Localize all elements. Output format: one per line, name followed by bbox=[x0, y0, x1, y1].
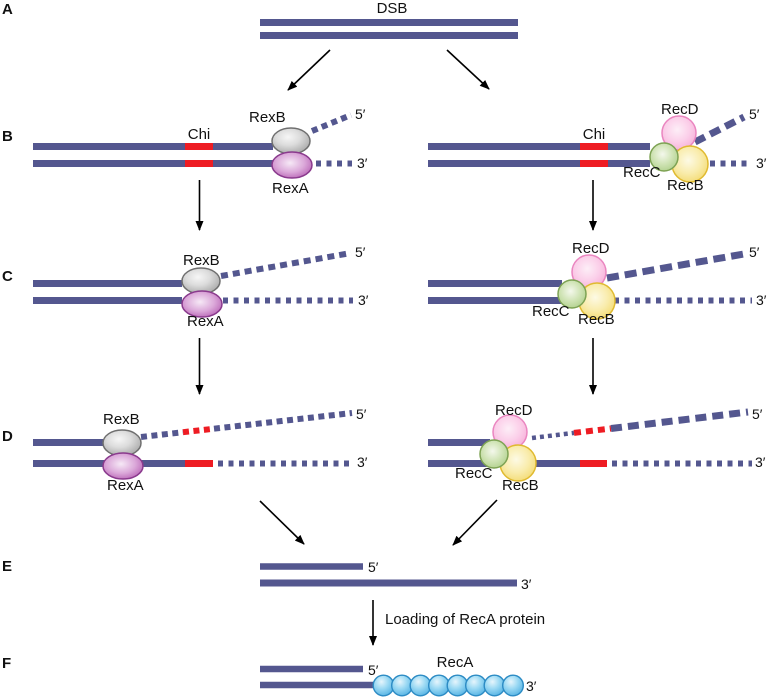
five-prime-label: 5′ bbox=[355, 106, 366, 122]
rexb-protein bbox=[102, 429, 142, 457]
recd-label: RecD bbox=[572, 240, 610, 257]
panel-e-resected-dna: 5′ 3′ bbox=[260, 559, 532, 592]
three-prime-label: 3′ bbox=[357, 454, 368, 470]
five-prime-label: 5′ bbox=[355, 244, 366, 260]
five-prime-label: 5′ bbox=[368, 559, 379, 575]
recc-protein bbox=[479, 439, 509, 469]
recc-protein bbox=[557, 279, 587, 309]
five-prime-label: 5′ bbox=[356, 406, 367, 422]
recb-label: RecB bbox=[667, 177, 704, 194]
recc-label: RecC bbox=[455, 465, 493, 482]
reca-label: RecA bbox=[437, 654, 474, 671]
recc-label: RecC bbox=[623, 164, 661, 181]
three-prime-label: 3′ bbox=[756, 292, 767, 308]
three-prime-label: 3′ bbox=[358, 292, 369, 308]
ssdna-5prime-chi-fragment bbox=[573, 425, 612, 436]
recc-protein bbox=[649, 142, 679, 172]
recd-label: RecD bbox=[495, 402, 533, 419]
ssdna-5prime-tail bbox=[606, 250, 745, 282]
ssdna-5prime-tail-seg2 bbox=[610, 408, 749, 432]
panel-f-letter: F bbox=[2, 655, 11, 672]
loading-reca-caption: Loading of RecA protein bbox=[385, 611, 545, 628]
reca-filament bbox=[372, 674, 525, 697]
arrow-a-to-b-right bbox=[446, 49, 490, 90]
ssdna-5prime-tail-seg2 bbox=[213, 410, 353, 432]
panel-c-letter: C bbox=[2, 268, 13, 285]
rexb-label: RexB bbox=[183, 252, 220, 269]
chi-label: Chi bbox=[583, 126, 606, 143]
panel-c-right-recbcd: RecD RecC RecB 5′ 3′ bbox=[428, 240, 767, 328]
three-prime-label: 3′ bbox=[526, 678, 537, 694]
three-prime-label: 3′ bbox=[521, 576, 532, 592]
five-prime-label: 5′ bbox=[749, 106, 760, 122]
reca-monomer bbox=[446, 674, 469, 697]
arrow-a-to-b-left bbox=[287, 49, 331, 91]
reca-monomer bbox=[483, 674, 506, 697]
ssdna-5prime-chi-fragment bbox=[182, 425, 215, 436]
panel-c-left-rexab: RexB RexA 5′ 3′ bbox=[33, 244, 369, 330]
panel-f-reca-nucleofilament: 5′ RecA 3′ bbox=[260, 654, 537, 697]
rexb-label: RexB bbox=[249, 109, 286, 126]
reca-monomer bbox=[409, 674, 432, 697]
rexa-protein bbox=[102, 452, 144, 480]
reca-monomer bbox=[502, 674, 525, 697]
reca-monomer bbox=[428, 674, 451, 697]
rexb-protein bbox=[181, 267, 221, 295]
recc-label: RecC bbox=[532, 303, 570, 320]
ssdna-5prime-tail-seg1 bbox=[140, 429, 184, 440]
panel-d-letter: D bbox=[2, 428, 13, 445]
recb-label: RecB bbox=[502, 477, 539, 494]
reca-monomer bbox=[391, 674, 414, 697]
panel-d-left-rexab: RexB RexA 5′ 3′ bbox=[33, 406, 368, 494]
rexa-label: RexA bbox=[107, 477, 144, 494]
reca-monomer bbox=[372, 674, 395, 697]
rexb-label: RexB bbox=[103, 411, 140, 428]
three-prime-label: 3′ bbox=[756, 155, 767, 171]
rexb-protein bbox=[271, 127, 311, 155]
five-prime-label: 5′ bbox=[749, 244, 760, 260]
reca-monomer bbox=[465, 674, 488, 697]
three-prime-label: 3′ bbox=[357, 155, 368, 171]
panel-e-letter: E bbox=[2, 558, 12, 575]
arrow-d-to-e-left bbox=[259, 500, 305, 545]
ssdna-5prime-tail bbox=[693, 113, 746, 146]
ssdna-5prime-tail-seg1 bbox=[531, 430, 575, 441]
three-prime-label: 3′ bbox=[755, 454, 766, 470]
rexa-protein bbox=[181, 290, 223, 318]
rexa-label: RexA bbox=[272, 180, 309, 197]
panel-a-letter: A bbox=[2, 1, 13, 18]
five-prime-label: 5′ bbox=[752, 406, 763, 422]
panel-b-letter: B bbox=[2, 128, 13, 145]
ssdna-5prime-tail bbox=[220, 250, 352, 279]
rexa-protein bbox=[271, 151, 313, 179]
dsb-label: DSB bbox=[377, 0, 408, 17]
panel-d-right-recbcd: RecD RecC RecB 5′ 3′ bbox=[428, 402, 766, 494]
ssdna-5prime-tail bbox=[310, 112, 353, 134]
dsb-duplex bbox=[260, 19, 518, 39]
five-prime-label: 5′ bbox=[368, 662, 379, 678]
chi-label: Chi bbox=[188, 126, 211, 143]
rexa-label: RexA bbox=[187, 313, 224, 330]
panel-b-right-recbcd: Chi RecD RecC RecB 5′ 3′ bbox=[428, 101, 767, 194]
arrow-d-to-e-right bbox=[452, 499, 498, 546]
panel-b-left-rexab: Chi RexB RexA 5′ 3′ bbox=[33, 106, 368, 197]
recb-label: RecB bbox=[578, 311, 615, 328]
recd-label: RecD bbox=[661, 101, 699, 118]
